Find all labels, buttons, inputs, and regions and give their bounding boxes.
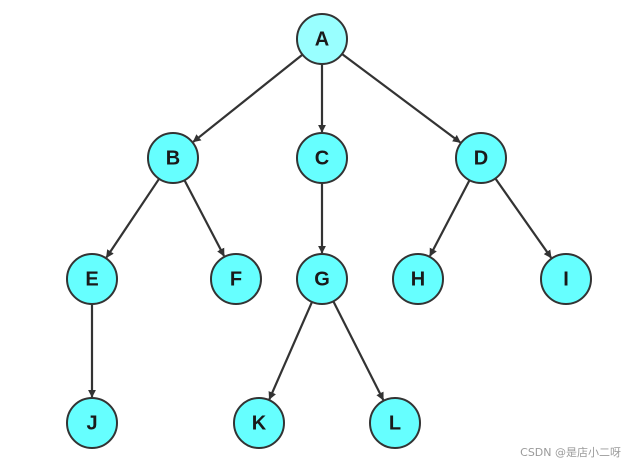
node-h: H xyxy=(392,253,444,305)
edge-g-k xyxy=(268,301,314,400)
node-circle-a xyxy=(296,13,348,65)
node-c: C xyxy=(296,132,348,184)
node-label-a: A xyxy=(315,28,329,50)
node-circle-f xyxy=(210,253,262,305)
edge-a-b xyxy=(192,53,304,143)
node-label-g: G xyxy=(314,268,330,290)
node-i: I xyxy=(540,253,592,305)
node-label-c: C xyxy=(315,147,329,169)
node-label-h: H xyxy=(411,268,425,290)
node-circle-e xyxy=(66,253,118,305)
node-circle-l xyxy=(369,397,421,449)
node-f: F xyxy=(210,253,262,305)
edge-b-e xyxy=(105,178,161,259)
node-label-l: L xyxy=(389,412,401,434)
node-label-b: B xyxy=(166,147,180,169)
node-circle-g xyxy=(296,253,348,305)
node-circle-c xyxy=(296,132,348,184)
edges-layer xyxy=(88,53,552,401)
node-circle-j xyxy=(66,397,118,449)
node-label-d: D xyxy=(474,147,488,169)
node-label-i: I xyxy=(563,268,569,290)
node-label-k: K xyxy=(252,412,267,434)
node-circle-i xyxy=(540,253,592,305)
edge-b-f xyxy=(183,179,225,257)
node-label-e: E xyxy=(85,268,98,290)
nodes-layer: A B C D E F G H I J K L xyxy=(66,13,592,449)
node-d: D xyxy=(455,132,507,184)
node-circle-k xyxy=(233,397,285,449)
edge-d-i xyxy=(494,177,552,259)
edge-d-h xyxy=(429,179,471,257)
node-circle-h xyxy=(392,253,444,305)
node-circle-b xyxy=(147,132,199,184)
node-label-f: F xyxy=(230,268,242,290)
node-b: B xyxy=(147,132,199,184)
node-g: G xyxy=(296,253,348,305)
node-e: E xyxy=(66,253,118,305)
node-k: K xyxy=(233,397,285,449)
node-l: L xyxy=(369,397,421,449)
node-a: A xyxy=(296,13,348,65)
edge-a-d xyxy=(341,53,461,144)
node-circle-d xyxy=(455,132,507,184)
node-j: J xyxy=(66,397,118,449)
watermark: CSDN @是店小二呀 xyxy=(520,446,621,459)
edge-g-l xyxy=(332,300,385,401)
node-label-j: J xyxy=(86,412,97,434)
